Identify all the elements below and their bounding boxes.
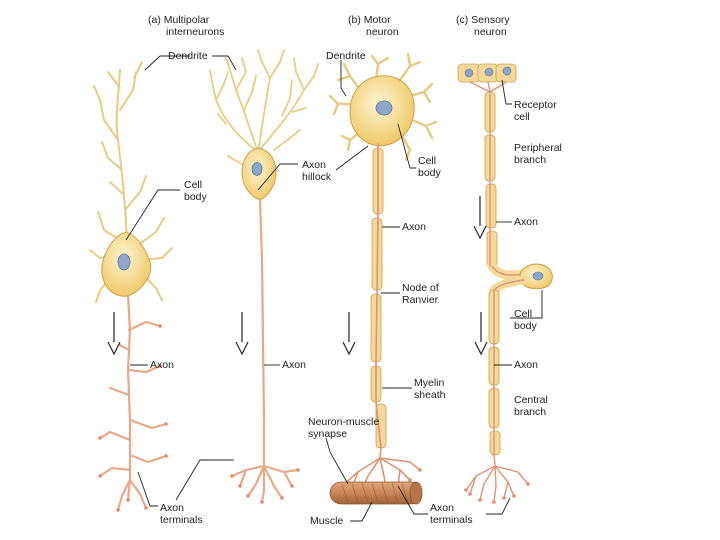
sensory-neuron (457, 63, 553, 504)
label-axon-hillock: Axon hillock (302, 159, 332, 183)
interneuron-1 (89, 61, 173, 512)
label-cell-body-a: Cell body (184, 179, 207, 203)
label-cell-body-c: Cell body (514, 308, 537, 332)
nucleus-interneuron-1 (117, 253, 131, 271)
title-b: (b) Motor neuron (348, 14, 399, 38)
label-dendrite-b: Dendrite (326, 50, 366, 62)
label-myelin-sheath: Myelin sheath (414, 377, 446, 401)
title-c-line2: neuron (474, 26, 507, 38)
label-receptor-cell: Receptor cell (514, 99, 557, 123)
label-node-of-ranvier: Node of Ranvier (402, 282, 439, 306)
axon-interneuron-2 (230, 198, 300, 504)
label-axon-c-lower: Axon (514, 359, 538, 371)
title-b-line2: neuron (366, 26, 399, 38)
label-cell-body-b: Cell body (418, 155, 441, 179)
leader-lines (125, 55, 543, 522)
title-b-line1: (b) Motor (348, 14, 391, 26)
label-axon-a2: Axon (282, 359, 306, 371)
interneuron-2 (209, 49, 319, 504)
direction-arrow-c-lower (474, 312, 488, 356)
direction-arrows (107, 196, 488, 356)
title-c: (c) Sensory neuron (456, 14, 510, 38)
label-axon-c-upper: Axon (514, 216, 538, 228)
axon-terminals-interneuron-2 (230, 468, 300, 504)
axon-sensory-neuron (465, 91, 529, 503)
label-peripheral-branch: Peripheral branch (514, 142, 562, 166)
axon-terminals-interneuron-1 (98, 324, 168, 512)
axon-interneuron-1 (98, 294, 168, 512)
muscle (329, 481, 423, 505)
nucleus-sensory-neuron (532, 271, 544, 281)
peripheral-endings (469, 81, 507, 93)
label-muscle: Muscle (310, 515, 344, 527)
nucleus-motor-neuron (375, 100, 393, 116)
label-axon-a1: Axon (150, 359, 174, 371)
label-axon-b: Axon (402, 221, 426, 233)
title-a: (a) Multipolar interneurons (148, 14, 224, 38)
label-neuron-muscle-synapse: Neuron-muscle synapse (308, 416, 380, 440)
dendrites-motor-neuron (328, 52, 438, 162)
label-axon-terminals-b: Axon terminals (430, 502, 473, 526)
direction-arrow-c-upper (473, 196, 487, 240)
motor-neuron (328, 52, 438, 505)
dendrites-interneuron-2 (209, 49, 319, 165)
axon-terminals-sensory-neuron (464, 482, 530, 504)
direction-arrow-b (342, 312, 356, 356)
label-axon-terminals-a: Axon terminals (160, 502, 203, 526)
title-a-line1: (a) Multipolar (148, 14, 210, 26)
receptor-cells (457, 63, 517, 83)
direction-arrow-a1 (107, 312, 121, 356)
label-dendrite-a: Dendrite (168, 50, 208, 62)
title-c-line1: (c) Sensory (456, 14, 510, 26)
nucleus-interneuron-2 (251, 162, 263, 176)
direction-arrow-a2 (235, 312, 249, 356)
myelin-peripheral-branch (484, 91, 498, 268)
title-a-line2: interneurons (166, 26, 225, 38)
label-central-branch: Central branch (514, 394, 548, 418)
